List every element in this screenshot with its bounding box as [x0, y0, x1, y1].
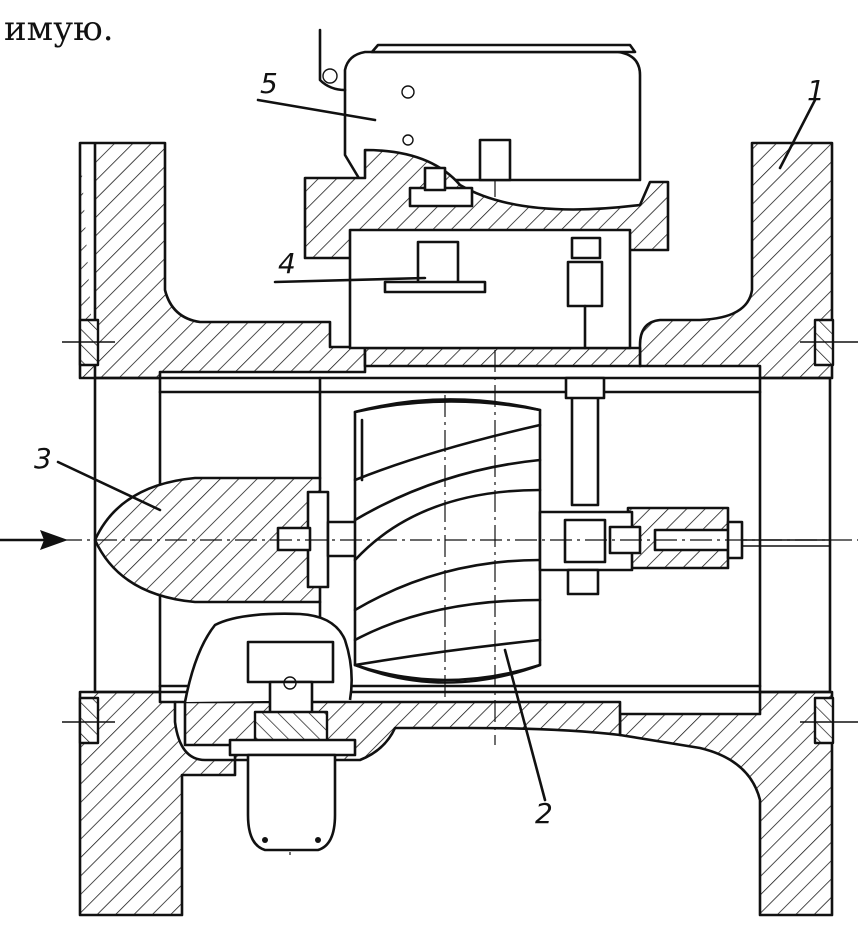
callout-4: 4: [278, 247, 296, 280]
counter-head: [303, 28, 670, 350]
callout-3: 3: [34, 442, 52, 475]
left-flange: [78, 141, 367, 380]
callouts: 1 2 3 4 5: [34, 67, 825, 830]
top-wall: [363, 346, 642, 368]
bottom-regulator: [183, 612, 357, 852]
left-flange-lower: [78, 690, 237, 917]
right-flange-lower: [618, 690, 834, 917]
right-flange: [638, 141, 834, 380]
callout-5: 5: [260, 67, 278, 100]
callout-2: 2: [535, 797, 553, 830]
flow-channel: [93, 376, 832, 694]
vertical-shaft: [570, 393, 600, 507]
regulator-plug: [246, 753, 337, 852]
caption-text: имую.: [4, 9, 114, 49]
callout-1: 1: [807, 74, 825, 107]
turbine: [353, 395, 542, 700]
flow-direction-arrow: [0, 530, 68, 550]
rear-bearing: [538, 376, 830, 596]
